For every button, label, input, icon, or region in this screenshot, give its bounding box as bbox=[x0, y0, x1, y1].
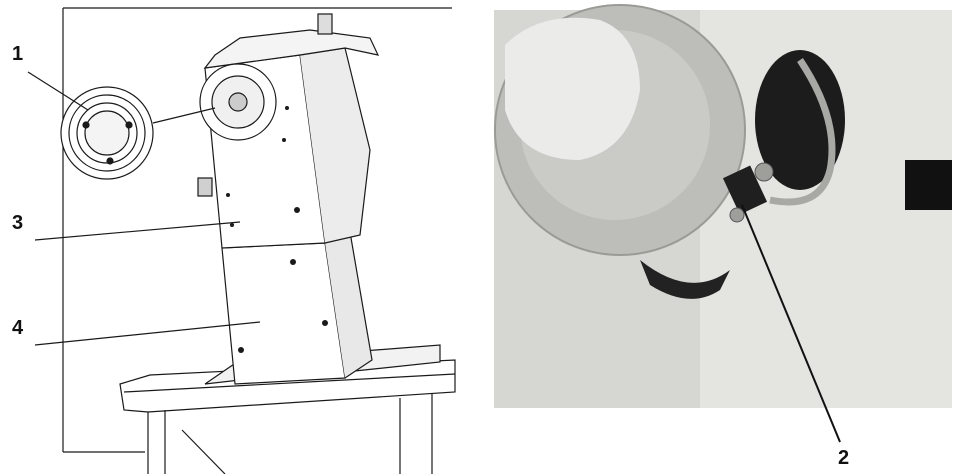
lower-shadow bbox=[640, 260, 730, 299]
callout-1: 1 bbox=[12, 43, 24, 65]
detail-disc-ring-1 bbox=[68, 94, 146, 172]
leader-line-4 bbox=[34, 321, 261, 346]
table-legs bbox=[147, 394, 433, 474]
detail-disc-hole bbox=[106, 157, 114, 165]
handwheel-knob bbox=[505, 17, 640, 161]
leader-line-3 bbox=[34, 221, 241, 241]
callout-4: 4 bbox=[12, 317, 24, 339]
top-knob bbox=[317, 13, 333, 35]
panel-slot bbox=[905, 160, 952, 210]
leader-line-1b bbox=[152, 107, 216, 124]
cable bbox=[769, 58, 836, 206]
callout-3: 3 bbox=[12, 212, 24, 234]
side-knob bbox=[197, 177, 213, 197]
detail-disc-hole bbox=[125, 121, 133, 129]
screw-upper bbox=[754, 162, 774, 182]
detail-disc-ring-2 bbox=[76, 102, 138, 164]
callout-2: 2 bbox=[838, 447, 850, 469]
screws bbox=[226, 106, 328, 353]
screw-lower bbox=[729, 207, 745, 223]
table-edge-line bbox=[123, 373, 456, 393]
right-photo bbox=[494, 4, 952, 443]
sensor-bracket bbox=[722, 165, 768, 215]
panel-opening bbox=[755, 50, 845, 190]
leader-line-2 bbox=[741, 204, 841, 443]
table-top bbox=[119, 359, 456, 413]
left-diagram bbox=[27, 7, 456, 474]
leader-line-1 bbox=[27, 71, 89, 111]
detail-disc-hole bbox=[82, 121, 90, 129]
lower-column bbox=[221, 242, 346, 385]
detail-disc-center bbox=[84, 110, 130, 156]
handwheel-hub bbox=[228, 92, 248, 112]
